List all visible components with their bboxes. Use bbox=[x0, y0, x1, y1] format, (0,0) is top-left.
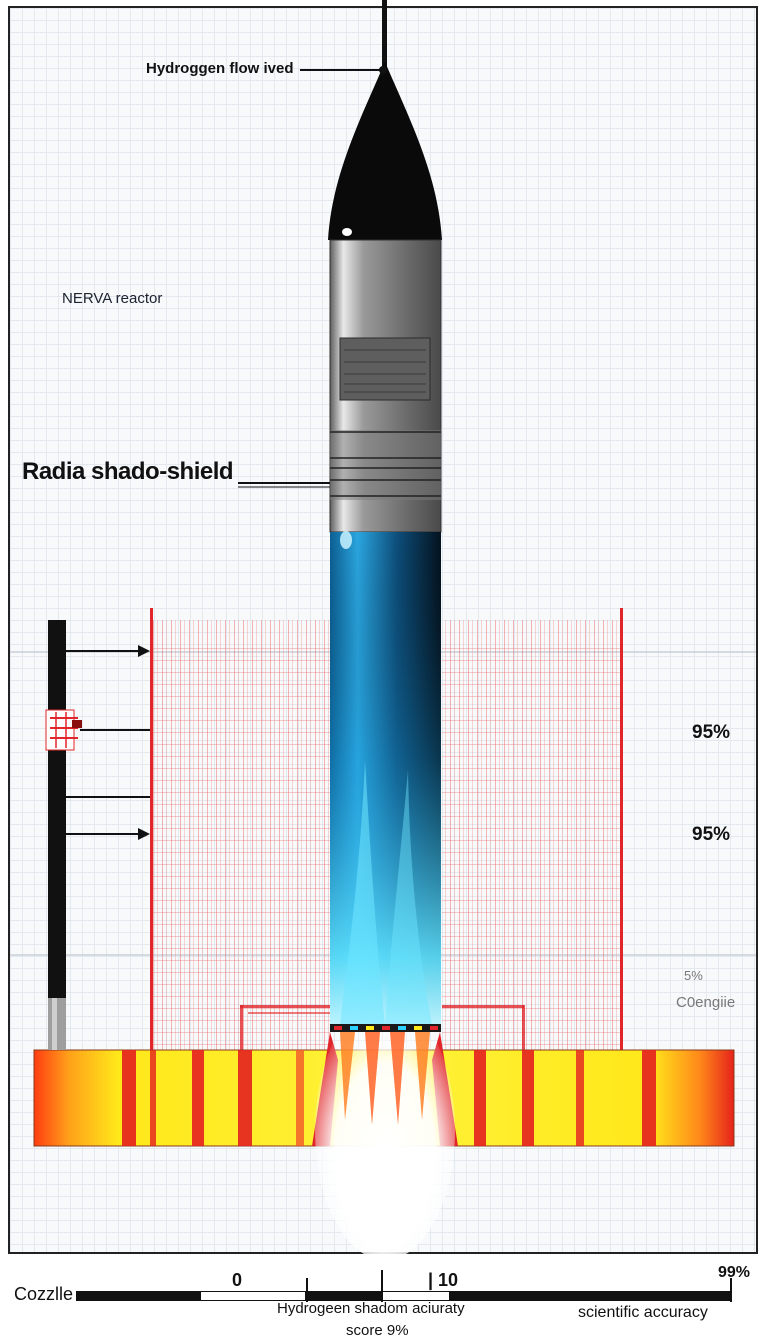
scale-tick-0: 0 bbox=[232, 1270, 243, 1290]
scale-tick-99: 99% bbox=[718, 1264, 751, 1281]
radiation-field-right bbox=[442, 608, 623, 1053]
scale-tick-a bbox=[306, 1278, 308, 1302]
scale-left-label: Cozzlle bbox=[14, 1284, 74, 1304]
scale-segment-2 bbox=[200, 1291, 306, 1301]
scale-segment-3 bbox=[306, 1291, 382, 1301]
antenna-mast bbox=[382, 0, 387, 70]
scale-tick-10: | 10 bbox=[428, 1270, 459, 1290]
legend-small-bottom: C0engiie bbox=[676, 994, 736, 1011]
accuracy-scale: Cozzlle 0 | 10 99% Hydrogeen shadom aciu… bbox=[0, 1254, 768, 1344]
exhaust-column bbox=[330, 531, 441, 1032]
nozzle-plume bbox=[312, 1000, 458, 1260]
legend-small-top: 5% bbox=[684, 968, 703, 983]
nose-cone bbox=[328, 62, 442, 240]
shadow-shield-band bbox=[330, 430, 441, 500]
percent-label-lower: 95% bbox=[692, 824, 731, 845]
radiation-field-left bbox=[150, 608, 330, 1053]
nose-port bbox=[342, 228, 352, 236]
hydrogen-flow-label: Hydroggen flow ived bbox=[146, 60, 294, 77]
flux-arrow-4 bbox=[66, 828, 150, 840]
shadow-shield-label: Radia shado-shield bbox=[22, 458, 234, 485]
scale-caption-line2: score 9% bbox=[346, 1322, 409, 1339]
scale-tick-b bbox=[381, 1270, 383, 1302]
scale-tick-c bbox=[730, 1278, 732, 1302]
gauge-pillar bbox=[45, 620, 82, 1050]
flux-arrow-1 bbox=[66, 645, 150, 657]
scale-segment-5 bbox=[450, 1291, 732, 1301]
reactor-label: NERVA reactor bbox=[62, 290, 163, 307]
scale-segment-1 bbox=[76, 1291, 200, 1301]
percent-label-upper: 95% bbox=[692, 722, 731, 743]
scale-right-label: scientific accuracy bbox=[578, 1304, 708, 1321]
scale-caption-line1: Hydrogeen shadom aciuraty bbox=[277, 1300, 465, 1317]
